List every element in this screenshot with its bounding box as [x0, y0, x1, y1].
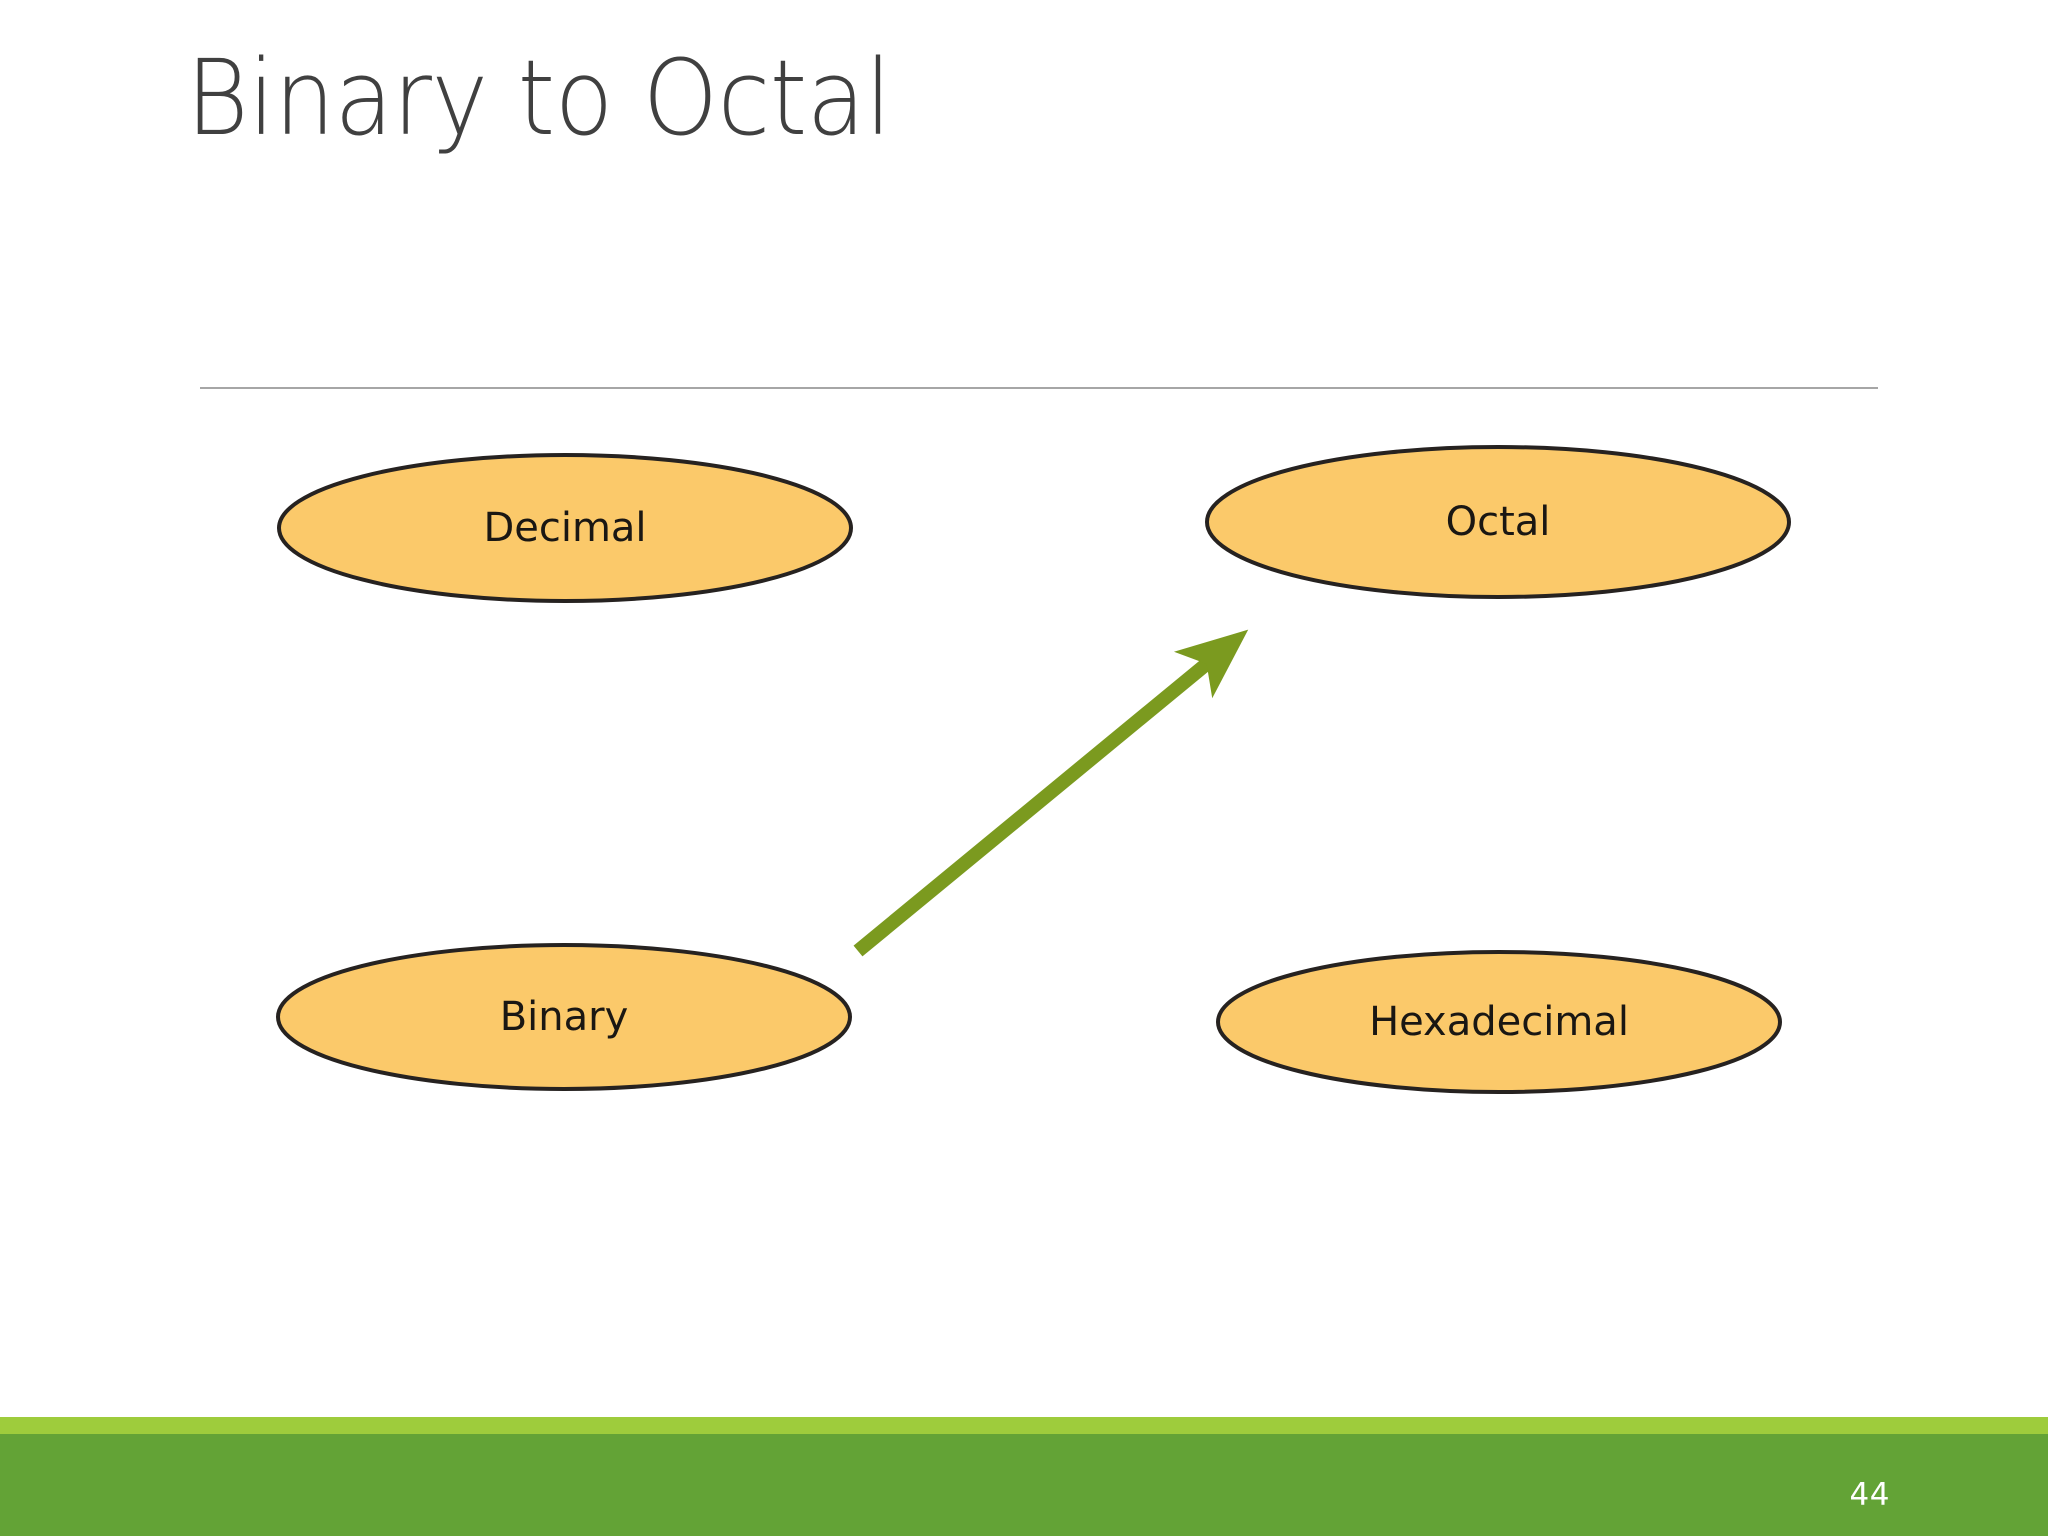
- title-divider: [200, 387, 1878, 389]
- node-octal-label: Octal: [1446, 499, 1551, 545]
- node-decimal-label: Decimal: [483, 505, 646, 551]
- footer-bar: [0, 1434, 2048, 1536]
- node-octal-shape: [1205, 445, 1791, 599]
- node-octal[interactable]: Octal: [1205, 445, 1791, 599]
- node-binary-shape: [276, 943, 852, 1091]
- page-title: Binary to Octal: [186, 37, 892, 159]
- node-hexadecimal-label: Hexadecimal: [1369, 999, 1629, 1045]
- node-decimal-shape: [277, 453, 853, 603]
- node-hexadecimal[interactable]: Hexadecimal: [1216, 950, 1782, 1094]
- node-binary-label: Binary: [500, 994, 629, 1040]
- page-number: 44: [1849, 1477, 1890, 1513]
- node-decimal[interactable]: Decimal: [277, 453, 853, 603]
- node-binary[interactable]: Binary: [276, 943, 852, 1091]
- footer-accent-stripe: [0, 1417, 2048, 1434]
- edge-binary-to-octal: [853, 629, 1249, 957]
- node-hexadecimal-shape: [1216, 950, 1782, 1094]
